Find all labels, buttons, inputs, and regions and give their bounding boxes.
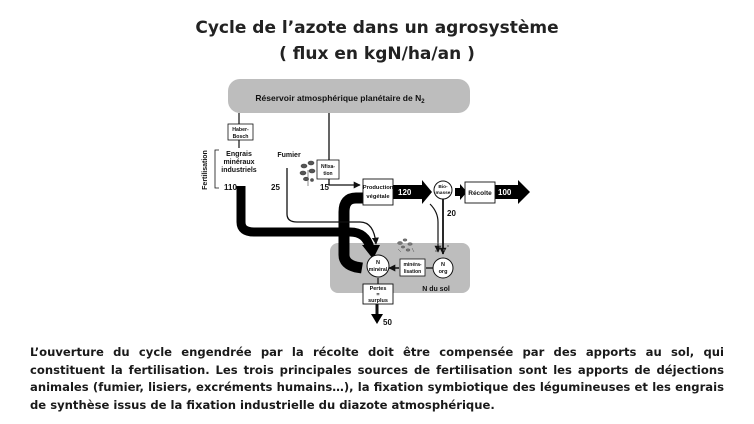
fertilisation-label: Fertilisation [202,150,209,190]
nfixation-label-2: tion [323,171,332,177]
biomasse-to-recolte-arrow [455,184,467,200]
pertes-label-3: surplus [368,298,388,304]
recolte-label: Récolte [468,190,492,197]
flux-biomasse-value: 20 [447,209,456,218]
engrais-to-soil-flow [236,186,375,250]
mineralisation-label-2: lisation [404,269,422,275]
flux-engrais-value: 110 [224,183,237,192]
fixation-to-production-arrow [328,113,361,189]
nfixation-label-1: Nfixa- [321,164,335,170]
flux-pertes-value: 50 [383,318,392,327]
soil-region-label: N du sol [422,286,450,293]
production-output-arrow [392,180,432,204]
page-title: Cycle de l’azote dans un agrosystème [195,18,559,38]
nitrogen-cycle-diagram: Réservoir atmosphérique planétaire de N2… [202,79,530,327]
production-vegetale-label-2: végétale [366,194,390,200]
recolte-box [464,181,496,204]
production-vegetale-label-1: Production [363,185,394,191]
fumier-to-soil-arrow [286,168,379,245]
engrais-flow-arrowhead [362,245,380,259]
n-mineral-node [366,254,390,278]
haber-bosch-label-1: Haber- [232,127,249,133]
flux-production-value: 120 [398,188,412,197]
pertes-box [362,283,394,305]
legume-plant-icon [299,160,316,186]
engrais-label-1: Engrais [226,151,252,158]
flux-fumier-value: 25 [271,183,280,192]
fertilisation-bracket [214,149,219,189]
n-org-label-2: org [439,269,448,275]
engrais-label-3: industriels [221,167,257,174]
caption-paragraph: L’ouverture du cycle engendrée par la ré… [30,345,724,412]
microbe-icon [397,238,415,253]
recolte-output-arrow [495,180,530,204]
haber-bosch-label-2: Bosch [233,134,249,140]
pertes-label-1: Pertes [370,286,387,292]
mineralisation-box [399,258,426,277]
biomasse-label-2: masse [436,191,451,196]
atmospheric-reservoir-label: Réservoir atmosphérique planétaire de N2 [255,93,425,105]
recolte-residue-arrow [429,203,442,253]
flux-fixation-value: 15 [320,183,329,192]
haber-bosch-box [227,123,254,141]
flux-recolte-value: 100 [498,188,512,197]
mineralisation-label-1: minéra- [403,262,421,268]
engrais-label-2: minéraux [223,159,254,166]
soil-particles-icon [435,242,449,252]
pertes-arrowhead [371,314,383,324]
atmospheric-reservoir-box [228,79,470,113]
biomasse-node [433,180,453,200]
n-mineral-label-1: N [376,260,380,266]
production-vegetale-box [362,178,394,206]
nfixation-box [316,159,340,180]
page-subtitle: ( flux en kgN/ha/an ) [279,44,475,64]
n-mineral-label-2: minéral [369,267,388,273]
n-org-node [432,257,454,279]
fumier-label: Fumier [277,152,301,159]
pertes-label-2: = [376,292,379,298]
n-org-label-1: N [441,262,445,268]
biomasse-label-1: Bio- [438,184,448,190]
